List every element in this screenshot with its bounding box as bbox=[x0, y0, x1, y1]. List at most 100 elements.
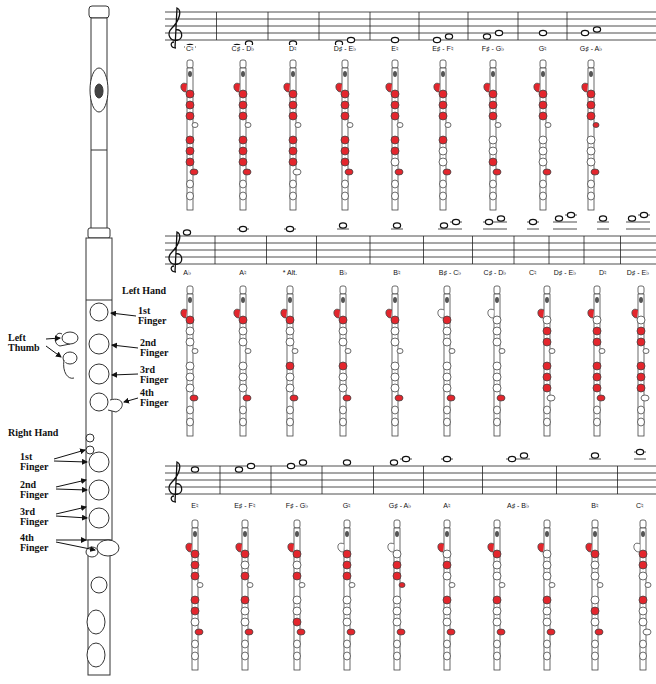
line-shape bbox=[266, 236, 267, 264]
ellipse-shape bbox=[499, 349, 505, 354]
fingering-flute bbox=[284, 60, 301, 210]
circle-shape bbox=[393, 550, 401, 558]
circle-shape bbox=[591, 550, 599, 558]
circle-shape bbox=[443, 384, 451, 392]
circle-shape bbox=[391, 384, 399, 392]
rect-shape bbox=[544, 520, 550, 528]
ellipse-shape bbox=[392, 192, 399, 200]
note-head bbox=[440, 223, 447, 228]
note-name: G♯ - A♭ bbox=[579, 45, 603, 53]
circle-shape bbox=[637, 338, 645, 346]
rect-shape bbox=[594, 294, 600, 436]
line-shape bbox=[165, 494, 656, 495]
path-shape bbox=[386, 309, 392, 318]
path-shape bbox=[388, 543, 394, 552]
circle-shape bbox=[639, 618, 647, 626]
circle-shape bbox=[289, 112, 297, 120]
ellipse-shape bbox=[392, 418, 399, 426]
circle-shape bbox=[493, 327, 501, 335]
circle-shape bbox=[239, 112, 247, 120]
rect-shape bbox=[494, 528, 500, 670]
finger-label: 4th Finger bbox=[20, 533, 56, 553]
fingering-flute bbox=[181, 60, 198, 210]
line-shape bbox=[527, 229, 539, 230]
line-shape bbox=[322, 466, 323, 494]
fingering-flute bbox=[538, 520, 555, 670]
large-flute bbox=[55, 6, 122, 675]
rect-shape bbox=[187, 294, 193, 436]
circle-shape bbox=[493, 618, 501, 626]
ellipse-shape bbox=[192, 349, 198, 354]
circle-shape bbox=[339, 338, 347, 346]
note-name: C♮ bbox=[185, 45, 195, 53]
circle-shape bbox=[587, 136, 595, 144]
line-shape bbox=[597, 229, 609, 230]
circle-shape bbox=[186, 158, 194, 166]
ellipse-shape bbox=[397, 123, 403, 128]
note-name: B♮ bbox=[392, 269, 402, 277]
line-shape bbox=[316, 236, 317, 264]
circle-shape bbox=[343, 572, 351, 580]
circle-shape bbox=[493, 572, 501, 580]
ellipse-shape bbox=[192, 652, 199, 660]
path-shape bbox=[632, 309, 638, 318]
note-head bbox=[555, 216, 562, 221]
circle-shape bbox=[639, 572, 647, 580]
circle-shape bbox=[593, 327, 601, 335]
ellipse-shape bbox=[290, 192, 297, 200]
circle-shape bbox=[391, 90, 399, 98]
rect-shape bbox=[242, 528, 248, 670]
ellipse-shape bbox=[643, 629, 651, 635]
ellipse-shape bbox=[291, 71, 295, 77]
circle-shape bbox=[186, 327, 194, 335]
note-name: D♯ - E♭ bbox=[626, 269, 650, 277]
ellipse-shape bbox=[591, 169, 599, 175]
ellipse-shape bbox=[197, 583, 203, 588]
circle-shape bbox=[186, 136, 194, 144]
rect-shape bbox=[392, 68, 398, 210]
note-head bbox=[445, 34, 452, 39]
ellipse-shape bbox=[347, 629, 355, 635]
circle-shape bbox=[543, 561, 551, 569]
circle-shape bbox=[593, 362, 601, 370]
note-head bbox=[247, 463, 254, 468]
note-head bbox=[628, 216, 635, 221]
circle-shape bbox=[289, 101, 297, 109]
circle-shape bbox=[286, 362, 294, 370]
fingering-flute bbox=[386, 286, 403, 436]
rect-shape bbox=[544, 286, 550, 294]
ellipse-shape bbox=[393, 71, 397, 77]
line-shape bbox=[370, 12, 371, 40]
circle-shape bbox=[543, 316, 551, 324]
ellipse-shape bbox=[345, 531, 349, 537]
circle-shape bbox=[293, 561, 301, 569]
line-shape bbox=[216, 12, 217, 40]
circle-shape bbox=[591, 572, 599, 580]
fingering-flute bbox=[538, 286, 555, 436]
circle-shape bbox=[493, 316, 501, 324]
path-shape bbox=[488, 543, 494, 552]
ellipse-shape bbox=[549, 349, 555, 354]
circle-shape bbox=[543, 572, 551, 580]
fingering-flute bbox=[488, 286, 505, 436]
ellipse-shape bbox=[494, 418, 501, 426]
circle-shape bbox=[339, 384, 347, 392]
ellipse-shape bbox=[347, 123, 353, 128]
circle-shape bbox=[286, 373, 294, 381]
ellipse-shape bbox=[440, 192, 447, 200]
rect-shape bbox=[544, 294, 550, 436]
circle-shape bbox=[391, 316, 399, 324]
line-shape bbox=[220, 466, 221, 494]
circle-shape bbox=[241, 550, 249, 558]
circle-shape bbox=[489, 136, 497, 144]
ellipse-shape bbox=[593, 123, 599, 128]
rect-shape bbox=[392, 286, 398, 294]
circle-shape bbox=[539, 147, 547, 155]
finger-label: 2nd Finger bbox=[20, 480, 56, 500]
note-name: E♯ - F♮ bbox=[431, 45, 455, 53]
path-shape bbox=[434, 83, 440, 92]
ellipse-shape bbox=[491, 71, 495, 77]
rect-shape bbox=[594, 286, 600, 294]
circle-shape bbox=[339, 316, 347, 324]
treble-clef bbox=[169, 8, 182, 48]
